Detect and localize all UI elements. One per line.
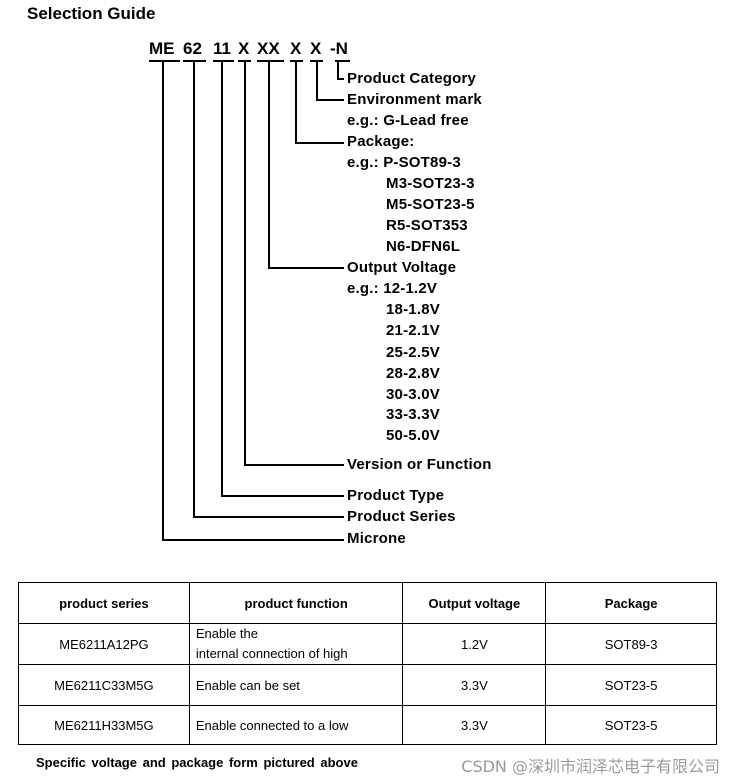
table-header-row: product series product function Output v…: [18, 582, 717, 624]
label-version-function: Version or Function: [347, 456, 492, 473]
cell-series: ME6211C33M5G: [18, 664, 190, 706]
voltage-example: 50-5.0V: [386, 427, 440, 444]
label-product-category: Product Category: [347, 70, 477, 87]
package-example: M5-SOT23-5: [386, 196, 475, 213]
code-part-package: X: [290, 39, 302, 58]
voltage-example: 25-2.5V: [386, 344, 440, 361]
voltage-example: e.g.: 12-1.2V: [347, 280, 438, 297]
cell-package: SOT89-3: [545, 623, 717, 665]
code-part-11: 11: [213, 39, 231, 58]
cell-voltage: 3.3V: [402, 664, 547, 706]
cell-function: Enable the internal connection of high: [188, 623, 404, 665]
cell-function: Enable connected to a low: [188, 705, 404, 745]
table-row: ME6211C33M5G Enable can be set 3.3V SOT2…: [18, 664, 717, 706]
code-part-category: -N: [330, 39, 348, 58]
header-output-voltage: Output voltage: [402, 582, 547, 624]
label-package: Package:: [347, 133, 415, 150]
label-product-series: Product Series: [347, 508, 456, 525]
voltage-example: 33-3.3V: [386, 406, 440, 423]
header-product-function: product function: [188, 582, 404, 624]
connector-lines: [149, 60, 350, 541]
cell-series: ME6211A12PG: [18, 623, 190, 665]
page-title: Selection Guide: [27, 4, 156, 23]
package-example: e.g.: P-SOT89-3: [347, 154, 461, 171]
label-product-type: Product Type: [347, 487, 445, 504]
cell-voltage: 1.2V: [402, 623, 547, 665]
environment-example: e.g.: G-Lead free: [347, 112, 469, 129]
package-example: N6-DFN6L: [386, 238, 461, 255]
code-part-environment: X: [310, 39, 322, 58]
code-part-voltage: XX: [257, 39, 280, 58]
voltage-example: 21-2.1V: [386, 322, 440, 339]
cell-package: SOT23-5: [545, 705, 717, 745]
package-example: M3-SOT23-3: [386, 175, 475, 192]
voltage-example: 28-2.8V: [386, 365, 440, 382]
package-example: R5-SOT353: [386, 217, 468, 234]
label-microne: Microne: [347, 530, 406, 547]
header-package: Package: [545, 582, 717, 624]
voltage-example: 18-1.8V: [386, 301, 440, 318]
code-part-62: 62: [183, 39, 202, 58]
footer-note: Specific voltage and package form pictur…: [36, 755, 358, 770]
table-row: ME6211H33M5G Enable connected to a low 3…: [18, 705, 717, 745]
code-part-version: X: [238, 39, 250, 58]
cell-series: ME6211H33M5G: [18, 705, 190, 745]
cell-package: SOT23-5: [545, 664, 717, 706]
code-part-me: ME: [149, 39, 175, 58]
function-line: internal connection of high: [195, 646, 348, 661]
cell-function: Enable can be set: [188, 664, 404, 706]
function-line: Enable the: [195, 626, 259, 641]
selection-table: product series product function Output v…: [18, 582, 717, 745]
label-output-voltage: Output Voltage: [347, 259, 457, 276]
cell-voltage: 3.3V: [402, 705, 547, 745]
table-row: ME6211A12PG Enable the internal connecti…: [18, 623, 717, 665]
voltage-example: 30-3.0V: [386, 386, 440, 403]
label-environment-mark: Environment mark: [347, 91, 482, 108]
watermark: CSDN @深圳市润泽芯电子有限公司: [461, 757, 720, 776]
header-product-series: product series: [18, 582, 190, 624]
